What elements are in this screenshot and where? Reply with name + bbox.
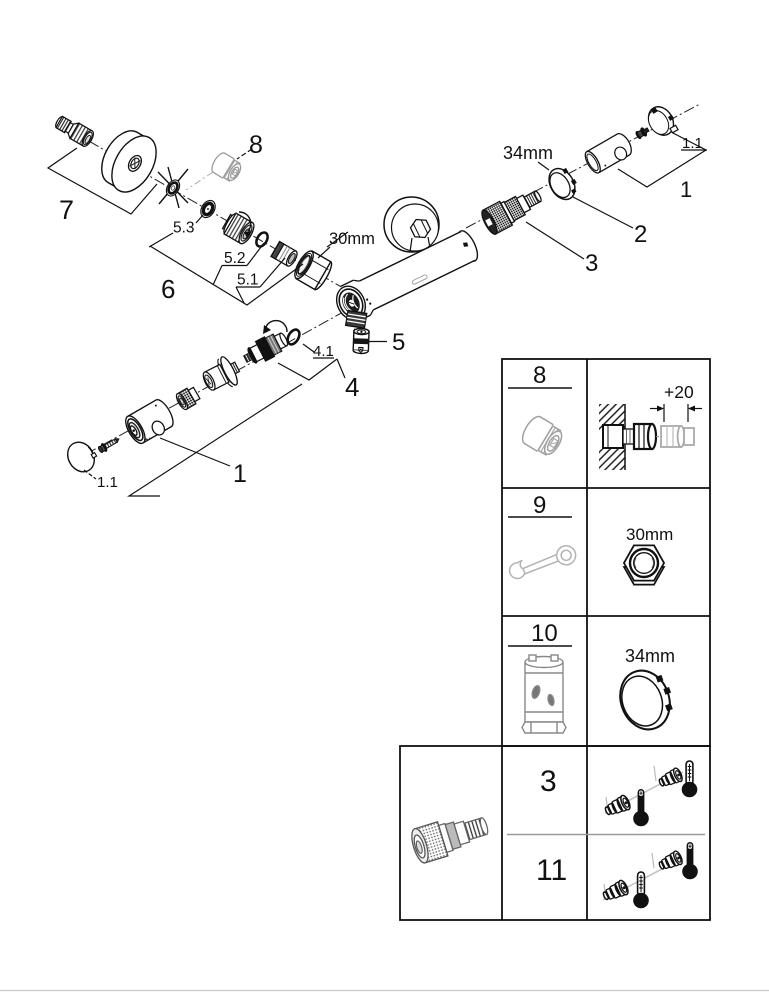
svg-text:3: 3 — [585, 250, 598, 277]
svg-text:4: 4 — [345, 372, 359, 402]
svg-text:8: 8 — [249, 131, 263, 159]
svg-text:1.1: 1.1 — [97, 474, 118, 491]
svg-text:+20: +20 — [664, 382, 694, 402]
svg-text:5.1: 5.1 — [237, 272, 259, 289]
svg-text:34mm: 34mm — [625, 646, 675, 666]
svg-text:9: 9 — [533, 492, 546, 519]
svg-text:7: 7 — [59, 195, 74, 225]
svg-text:4.1: 4.1 — [313, 343, 334, 360]
svg-text:2: 2 — [634, 221, 647, 248]
svg-text:5.3: 5.3 — [173, 220, 195, 237]
svg-text:5: 5 — [392, 329, 405, 356]
svg-text:1: 1 — [680, 177, 692, 202]
svg-text:8: 8 — [533, 362, 546, 389]
svg-text:3: 3 — [540, 765, 557, 798]
svg-text:1.1: 1.1 — [682, 135, 703, 152]
svg-text:30mm: 30mm — [329, 230, 375, 248]
svg-text:1: 1 — [233, 460, 247, 488]
svg-text:6: 6 — [161, 274, 175, 304]
svg-text:5.2: 5.2 — [224, 250, 246, 267]
svg-text:11: 11 — [536, 854, 567, 887]
svg-text:10: 10 — [531, 620, 558, 647]
svg-text:30mm: 30mm — [626, 525, 673, 544]
svg-text:34mm: 34mm — [503, 143, 553, 163]
